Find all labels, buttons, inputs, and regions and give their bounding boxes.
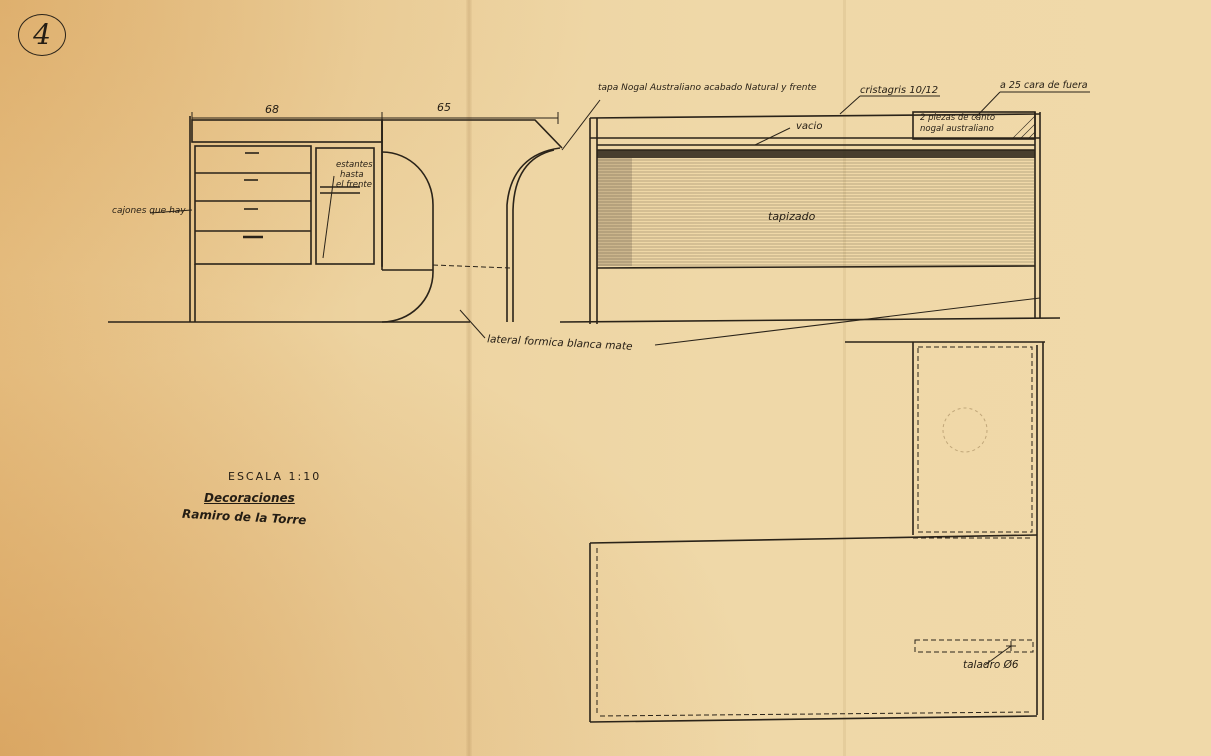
upholstery-bottom (596, 265, 1036, 269)
wing-plan-hidden (917, 346, 1033, 533)
upholstery-top-band (597, 150, 1035, 158)
shelf-compartment (315, 147, 375, 265)
floor-line-right (559, 317, 1061, 323)
side-panel-leader-left (459, 309, 486, 339)
stain-mark (942, 407, 988, 453)
edge-pieces-label-line1: 2 piezas de canto (920, 113, 996, 123)
glass-label: cristagris 10/12 (860, 85, 939, 96)
desk-plan-top (589, 534, 1038, 544)
glass-leader (839, 95, 861, 115)
desk-plan-view (589, 341, 1045, 723)
hidden-edge (432, 264, 511, 269)
wing-top-edge (382, 119, 563, 149)
back-top-edge (589, 113, 1041, 119)
upholstery-shadow (597, 158, 632, 266)
curved-side-panel-inner (512, 149, 555, 322)
drawer-unit (194, 145, 312, 265)
drill-leader (984, 645, 1012, 666)
outer-face-label: a 25 cara de fuera (1000, 80, 1088, 91)
edge-pieces-label-line2: nogal australiano (920, 124, 994, 134)
edge-pieces-box (912, 111, 1036, 140)
desk-back-elevation (459, 91, 1090, 346)
sheet-number: 4 (18, 14, 66, 56)
drawer-plan-hidden (914, 639, 1034, 653)
empty-slot-leader (754, 127, 791, 146)
desk-front-elevation (108, 99, 601, 323)
dimension-label-65: 65 (437, 101, 451, 114)
drawers-leader (149, 209, 193, 214)
side-panel-leader-right (654, 297, 1041, 346)
top-finish-label: tapa Nogal Australiano acabado Natural y… (598, 83, 817, 93)
paper-fold (466, 0, 472, 756)
drill-hole-label: taladro Ø6 (963, 659, 1019, 671)
wing-upper-curve (381, 151, 434, 268)
curved-side-panel-outer (506, 147, 561, 322)
shelves-label-line3: el frente (336, 180, 372, 190)
top-finish-leader (561, 99, 601, 151)
company-name: Decoraciones (204, 491, 295, 505)
desk-plan-bottom (589, 715, 1038, 723)
upholstery-hatching (598, 159, 1034, 266)
dimension-label-68: 68 (265, 103, 279, 116)
outer-face-leader (974, 91, 1001, 119)
shelves-leader (322, 175, 335, 259)
upholstered-label: tapizado (768, 210, 816, 223)
shelves-label-line1: estantes (336, 160, 373, 170)
desk-top-slab (191, 119, 383, 143)
shelves-label-line2: hasta (340, 170, 364, 180)
paper-crease (843, 0, 846, 756)
drawers-label: cajones que hay (112, 206, 186, 216)
wing-lower-curve (381, 268, 434, 323)
empty-slot-label: vacio (796, 121, 823, 132)
scale-label: ESCALA 1:10 (228, 470, 322, 483)
